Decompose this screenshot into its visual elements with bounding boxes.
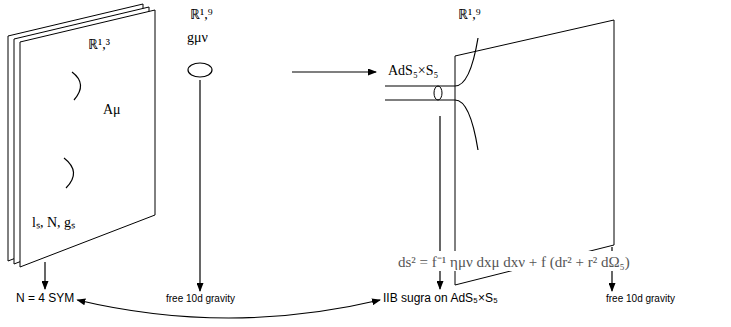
figure-node: AdS₅×S₅ [382, 60, 472, 114]
text-holder: Aμ [103, 100, 121, 118]
text-holder: ℝ¹,⁹ [458, 4, 481, 23]
text-node: free 10d gravity [606, 293, 675, 304]
text-holder: AdS₅×S₅ [388, 61, 438, 79]
text-node: N = 4 SYM [16, 291, 74, 305]
figure-label: ℝ¹,³ [88, 34, 110, 53]
figure-label: ℝ¹,⁹ [458, 4, 481, 23]
text-holder: lₛ, N, gₛ [32, 212, 75, 231]
figure-label: Aμ [103, 102, 121, 118]
theory-label: free 10d gravity [606, 293, 675, 304]
shape-outline [2, 2, 162, 274]
limit-arrow [199, 80, 200, 291]
text-node: IIB sugra on AdS₅×S₅ [383, 291, 498, 305]
figure-label: gμν [187, 30, 208, 46]
theory-label: free 10d gravity [166, 293, 235, 304]
text-node: free 10d gravity [166, 293, 235, 304]
space-label: ℝ¹,⁹ [190, 4, 213, 23]
text-holder: ℝ¹,³ [88, 34, 110, 53]
figure-node: gμν [180, 26, 220, 84]
figure-label: lₛ, N, gₛ [32, 212, 75, 231]
theory-label: IIB sugra on AdS₅×S₅ [383, 291, 498, 305]
figure-node: ℝ¹,³ Aμ lₛ, N, gₛ [2, 2, 162, 274]
metric-formula: ds² = f⁻¹ ημν dxμ dxν + f (dr² + r² dΩ₅) [396, 251, 632, 271]
limit-arrow [44, 262, 45, 289]
transition-arrow [292, 71, 376, 72]
theory-label: N = 4 SYM [16, 291, 74, 305]
text-holder: gμν [187, 28, 208, 46]
figure-label: AdS₅×S₅ [388, 63, 438, 79]
